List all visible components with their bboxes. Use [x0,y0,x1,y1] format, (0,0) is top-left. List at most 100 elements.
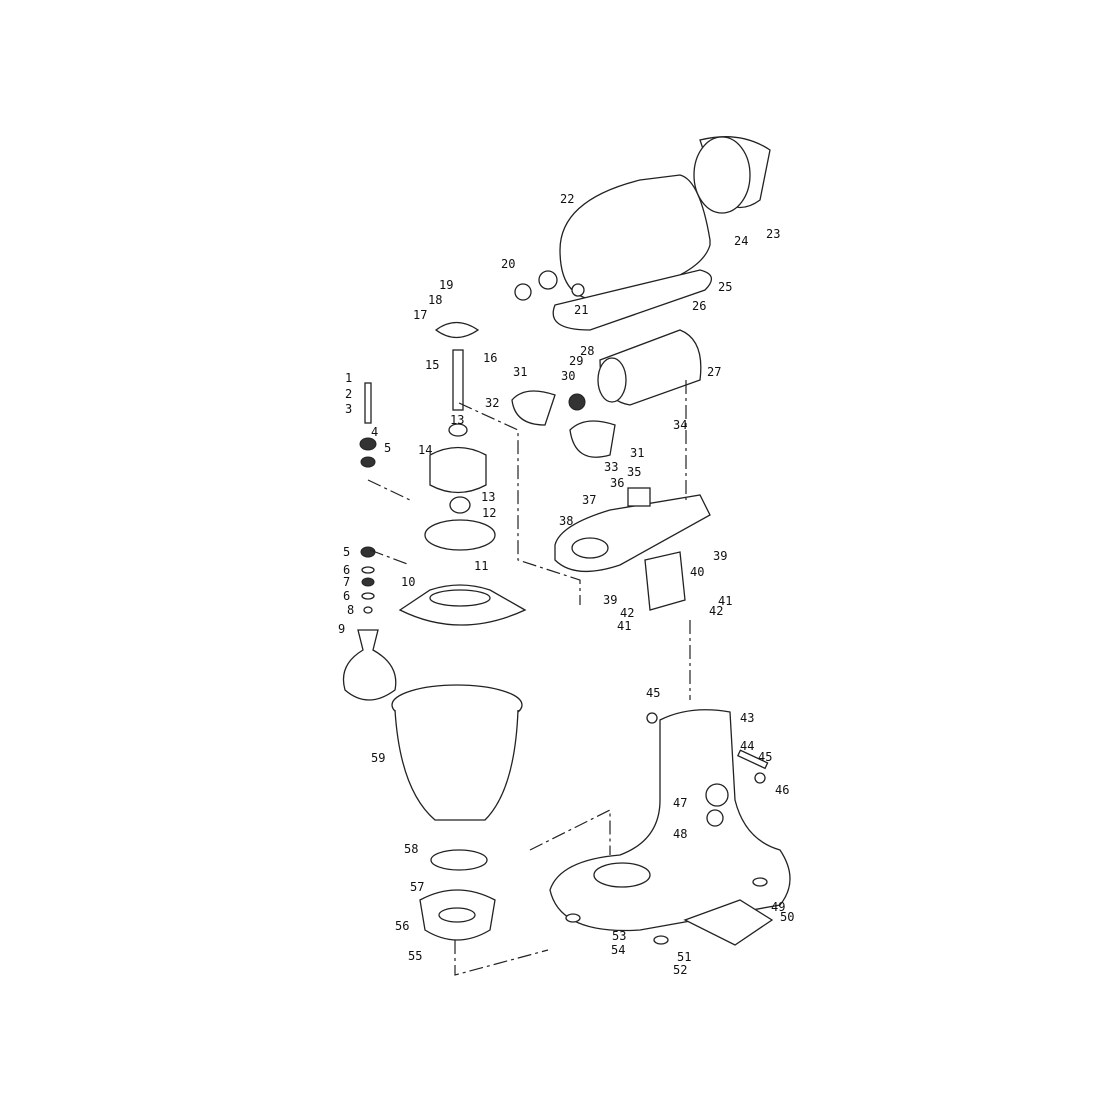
part-label-20: 20 [501,257,515,271]
part-label-8: 8 [347,603,354,617]
part-label-58: 58 [404,842,418,856]
part-label-47: 47 [673,796,687,810]
gear-17 [434,321,480,339]
centerline-c [685,380,691,700]
switch-48 [706,809,724,827]
part-label-50: 50 [780,910,794,924]
bearing-13 [448,423,468,437]
foot-53 [565,913,581,923]
rear-cover-ring [693,136,751,214]
part-label-22: 22 [560,192,574,206]
foot-51 [653,935,669,945]
part-drawings [342,136,791,976]
gear-30 [568,393,586,411]
part-label-4: 4 [371,425,378,439]
part-label-3: 3 [345,402,352,416]
part-label-16: 16 [483,351,497,365]
part-label-14: 14 [418,443,432,457]
part-label-24: 24 [734,234,748,248]
cover-31a [511,390,556,426]
part-label-46: 46 [775,783,789,797]
part-label-12: 12 [482,506,496,520]
bushing-21 [538,270,558,290]
ring-8 [363,606,373,614]
part-label-55: 55 [408,949,422,963]
part-label-41: 41 [617,619,631,633]
part-label-42: 42 [709,604,723,618]
part-label-48: 48 [673,827,687,841]
centerline-a [458,402,581,605]
part-label-37: 37 [582,493,596,507]
part-label-7: 7 [343,575,350,589]
part-label-39: 39 [713,549,727,563]
bowl [394,709,519,821]
part-label-17: 17 [413,308,427,322]
part-label-30: 30 [561,369,575,383]
bearing-5 [360,456,376,468]
nut-45 [646,712,658,724]
plate-49 [683,899,774,946]
bracket-40 [644,551,686,611]
base-bowl-seat [593,862,651,888]
part-label-45: 45 [758,750,772,764]
housing-14 [429,446,487,494]
bushing-20 [514,283,532,301]
gasket-26 [552,269,712,331]
part-label-2: 2 [345,387,352,401]
part-label-42: 42 [620,606,634,620]
block-35 [627,487,651,507]
part-label-13: 13 [450,413,464,427]
part-label-41: 41 [718,594,732,608]
part-label-13: 13 [481,490,495,504]
part-label-35: 35 [627,465,641,479]
washer-6b [361,592,375,600]
part-label-6: 6 [343,589,350,603]
part-label-18: 18 [428,293,442,307]
part-label-44: 44 [740,739,754,753]
gear-4 [359,437,377,451]
shaft-1 [364,382,372,424]
part-label-11: 11 [474,559,488,573]
knob-47 [705,783,729,807]
bowl-clamp-hole [438,907,476,923]
cover-31b [569,420,616,458]
part-label-27: 27 [707,365,721,379]
part-label-6: 6 [343,563,350,577]
part-label-40: 40 [690,565,704,579]
part-label-53: 53 [612,929,626,943]
foot-50 [752,877,768,887]
part-label-28: 28 [580,344,594,358]
knob-21 [571,283,585,297]
part-label-51: 51 [677,950,691,964]
bearing-5b [360,546,376,558]
part-label-36: 36 [610,476,624,490]
motor-face [597,357,627,403]
gasket-58 [430,849,488,871]
part-label-10: 10 [401,575,415,589]
spring-7 [361,577,375,587]
head-base-hole [571,537,609,559]
washer-6 [361,566,375,574]
part-label-31: 31 [513,365,527,379]
part-label-54: 54 [611,943,625,957]
part-label-39: 39 [603,593,617,607]
part-label-25: 25 [718,280,732,294]
planet-carrier-12 [424,519,496,551]
pin-44 [736,749,769,770]
part-label-43: 43 [740,711,754,725]
part-label-1: 1 [345,371,352,385]
part-label-34: 34 [673,418,687,432]
part-label-19: 19 [439,278,453,292]
shaft-15 [452,349,464,411]
part-label-45: 45 [646,686,660,700]
part-label-5: 5 [343,545,350,559]
part-label-52: 52 [673,963,687,977]
centerline-d [454,809,611,976]
centerline-b [367,479,411,566]
part-label-29: 29 [569,354,583,368]
part-label-33: 33 [604,460,618,474]
whisk-9 [342,629,397,701]
part-label-32: 32 [485,396,499,410]
